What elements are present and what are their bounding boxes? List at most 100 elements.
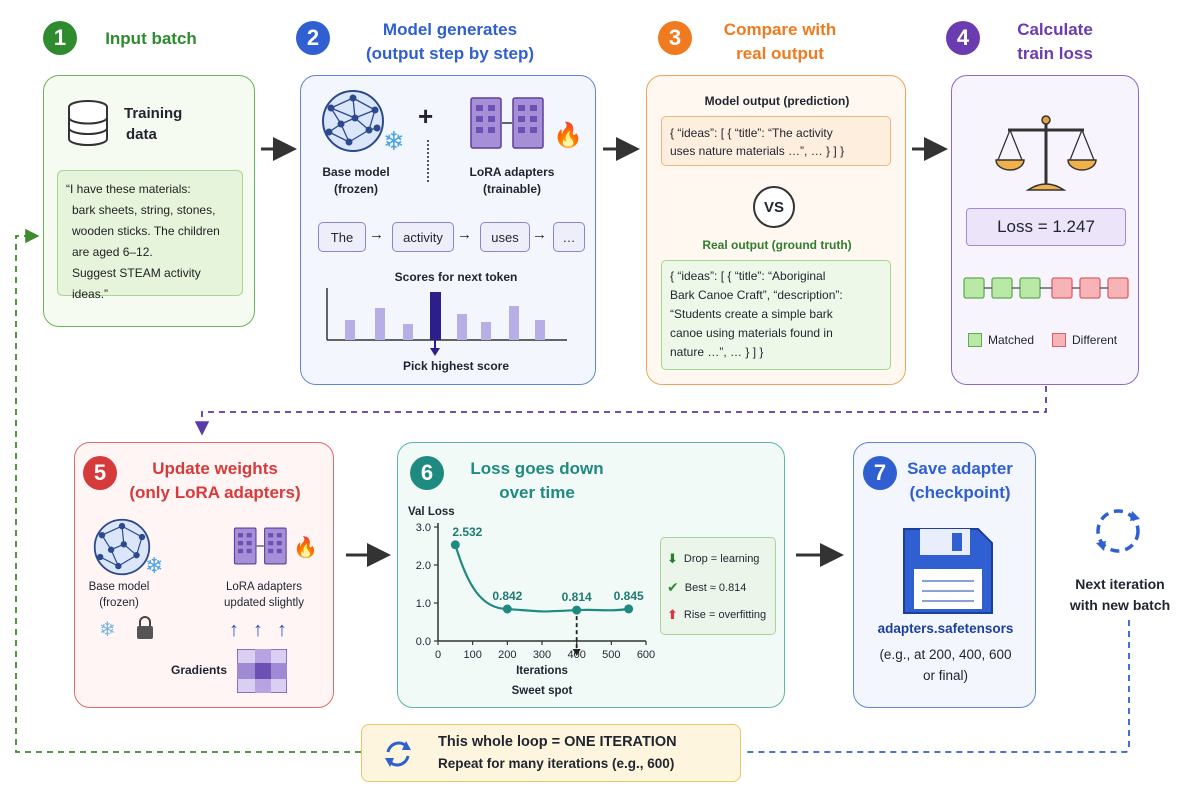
lock-icon xyxy=(137,616,153,639)
step-4-title-line2: train loss xyxy=(1017,44,1093,63)
ground-truth-label: Real output (ground truth) xyxy=(702,238,852,252)
x-axis-label: Iterations xyxy=(516,665,568,677)
legend-best: ✔ Best ≈ 0.814 xyxy=(667,579,746,596)
prompt-line: wooden sticks. The children xyxy=(72,224,220,238)
prompt-line: bark sheets, string, stones, xyxy=(72,203,216,217)
lora-adapters-icon xyxy=(233,527,287,565)
prompt-box: “I have these materials: bark sheets, st… xyxy=(57,170,243,301)
neural-network-icon xyxy=(322,90,384,152)
training-data-line2: data xyxy=(126,126,157,143)
prediction-label: Model output (prediction) xyxy=(704,94,850,108)
token-the: The xyxy=(318,222,366,252)
sweet-spot-label: Sweet spot xyxy=(512,685,573,697)
val-loss-point xyxy=(624,604,634,614)
step-5-title: Update weights (only LoRA adapters) xyxy=(115,457,315,505)
step-4-title: Calculate train loss xyxy=(995,18,1115,66)
prompt-line: are aged 6–12. xyxy=(72,245,153,259)
compare-card: Model output (prediction) { “ideas”: [ {… xyxy=(646,75,906,385)
step-7-title: Save adapter (checkpoint) xyxy=(900,457,1020,505)
snowflake-icon: ❄ xyxy=(99,619,116,641)
checkpoint-note: (e.g., at 200, 400, 600 or final) xyxy=(854,644,1037,686)
lora-updated-label: LoRA adapters updated slightly xyxy=(211,579,317,611)
lora-adapters-icon xyxy=(470,97,544,149)
token-uses: uses xyxy=(480,222,530,252)
legend-drop: ⬇ Drop = learning xyxy=(667,551,759,567)
ground-truth-line: { “ideas”: [ { “title”: “Aboriginal xyxy=(670,269,826,283)
save-adapter-card: 7 Save adapter (checkpoint) adapters.saf… xyxy=(853,442,1036,708)
val-loss-point xyxy=(572,605,582,615)
step-2-title-line2: (output step by step) xyxy=(365,44,535,63)
ground-truth-line: Bark Canoe Craft”, “description”: xyxy=(670,288,843,302)
step-2-title-line1: Model generates xyxy=(382,20,518,39)
val-loss-series-line xyxy=(454,544,629,613)
x-tick-label: 0 xyxy=(435,649,441,661)
gradient-arrows: ↑↑↑ xyxy=(229,619,301,641)
legend-rise-label: Rise = overfitting xyxy=(683,609,767,621)
different-label: Different xyxy=(1072,333,1118,347)
y-tick-label: 2.0 xyxy=(416,560,431,572)
step-4-badge: 4 xyxy=(946,21,980,55)
prompt-line: “I have these materials: xyxy=(66,182,191,196)
step-1-title: Input batch xyxy=(105,29,197,48)
step-7-title-line1: Save adapter xyxy=(907,459,1013,478)
y-tick-label: 0.0 xyxy=(416,636,431,648)
different-legend: Different xyxy=(1052,333,1117,347)
step-2-title: Model generates (output step by step) xyxy=(345,18,555,66)
x-tick-label: 300 xyxy=(533,649,551,661)
step-3-badge: 3 xyxy=(658,21,692,55)
prediction-line: { “ideas”: [ { “title”: “The activity xyxy=(670,126,833,140)
x-tick-label: 500 xyxy=(602,649,620,661)
val-loss-point-label: 0.845 xyxy=(614,589,644,603)
step-5-title-line2: (only LoRA adapters) xyxy=(129,483,301,502)
base-model-line1: Base model xyxy=(322,165,390,179)
val-loss-point-label: 2.532 xyxy=(452,525,482,539)
matched-label: Matched xyxy=(988,333,1035,347)
snowflake-icon: ❄ xyxy=(145,553,164,578)
input-batch-card: Training data “I have these materials: b… xyxy=(43,75,255,327)
ground-truth-box: { “ideas”: [ { “title”: “Aboriginal Bark… xyxy=(661,260,891,370)
x-tick-label: 600 xyxy=(637,649,655,661)
val-loss-point-label: 0.814 xyxy=(562,590,592,604)
loop-summary-box: This whole loop = ONE ITERATION Repeat f… xyxy=(361,724,741,782)
sweet-spot-arrowhead xyxy=(572,649,581,656)
arrow-down-icon: ⬇ xyxy=(667,551,678,566)
legend-best-label: Best ≈ 0.814 xyxy=(684,581,747,594)
next-iteration-label: Next iteration with new batch xyxy=(1050,574,1190,616)
step-2-badge: 2 xyxy=(296,21,330,55)
next-iteration-line1: Next iteration xyxy=(1075,576,1165,592)
y-axis-label: Val Loss xyxy=(408,506,455,518)
step-3-title-line2: real output xyxy=(736,44,824,63)
step-3-title-line1: Compare with xyxy=(723,20,837,39)
lora-line2: updated slightly xyxy=(224,597,304,609)
token-activity: activity xyxy=(392,222,454,252)
pick-highest-label: Pick highest score xyxy=(402,359,510,373)
step-1-badge: 1 xyxy=(43,21,77,55)
token-arrow: → xyxy=(457,226,472,243)
dotted-divider xyxy=(427,140,429,182)
checkpoint-note-line1: (e.g., at 200, 400, 600 xyxy=(879,647,1012,662)
checkmark-icon: ✔ xyxy=(667,579,679,595)
x-tick-label: 100 xyxy=(463,649,481,661)
base-model-line1: Base model xyxy=(88,581,150,593)
step-7-badge: 7 xyxy=(863,456,897,490)
base-model-label: Base model (frozen) xyxy=(311,164,401,198)
adapter-filename: adapters.safetensors xyxy=(877,621,1014,636)
step-6-title-line1: Loss goes down xyxy=(470,459,604,478)
prediction-box: { “ideas”: [ { “title”: “The activity us… xyxy=(661,116,891,166)
checkpoint-note-line2: or final) xyxy=(922,668,968,683)
next-iteration-line2: with new batch xyxy=(1069,597,1171,613)
training-data-label: Training data xyxy=(124,103,182,145)
legend-drop-label: Drop = learning xyxy=(683,553,760,565)
token-ellipsis: … xyxy=(553,222,585,252)
gradient-heatmap xyxy=(237,649,287,693)
snowflake-icon: ❄ xyxy=(383,126,405,156)
arrow-up-icon: ⬆ xyxy=(667,607,678,622)
update-weights-card: 5 Update weights (only LoRA adapters) ❄ xyxy=(74,442,334,708)
token-arrow: → xyxy=(369,226,384,243)
legend-rise: ⬆ Rise = overfitting xyxy=(667,607,766,623)
step-6-badge: 6 xyxy=(410,456,444,490)
loss-chart: Val Loss Iterations Sweet spot 0.01.02.0… xyxy=(408,506,655,697)
lora-line1: LoRA adapters xyxy=(225,581,303,593)
next-token-scores-chart xyxy=(326,288,567,356)
ground-truth-line: canoe using materials found in xyxy=(670,326,833,340)
